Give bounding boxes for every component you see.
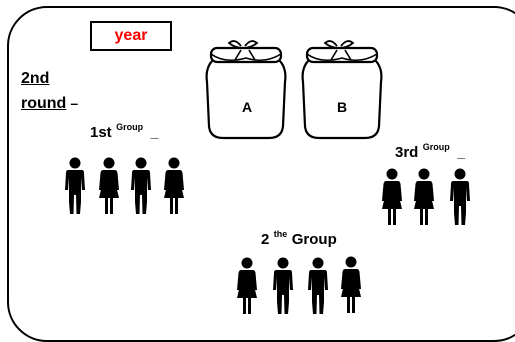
round-line1: 2nd	[21, 70, 50, 87]
year-label: year	[114, 27, 148, 44]
jar-b-icon	[301, 39, 383, 140]
person-icon	[341, 256, 361, 313]
year-box: year	[90, 21, 172, 51]
person-icon	[450, 168, 470, 225]
round-dash: –	[70, 95, 79, 111]
person-icon	[273, 257, 293, 314]
person-icon	[99, 157, 119, 214]
group-1-label: 1st Group _	[90, 122, 159, 141]
group-2-label: 2 the Group	[261, 229, 337, 248]
person-icon	[131, 157, 151, 214]
jar-a-label: A	[242, 99, 252, 115]
person-icon	[382, 168, 402, 225]
person-icon	[164, 157, 184, 214]
person-icon	[65, 157, 85, 214]
round-label: 2nd round–	[21, 66, 78, 116]
person-icon	[414, 168, 434, 225]
illustration: A B	[65, 39, 470, 314]
round-line2: round	[21, 95, 67, 112]
person-icon	[237, 257, 257, 314]
jar-b-label: B	[337, 99, 347, 115]
jar-a-icon	[205, 39, 287, 140]
person-icon	[308, 257, 328, 314]
group-3-label: 3rd Group _	[395, 142, 466, 161]
